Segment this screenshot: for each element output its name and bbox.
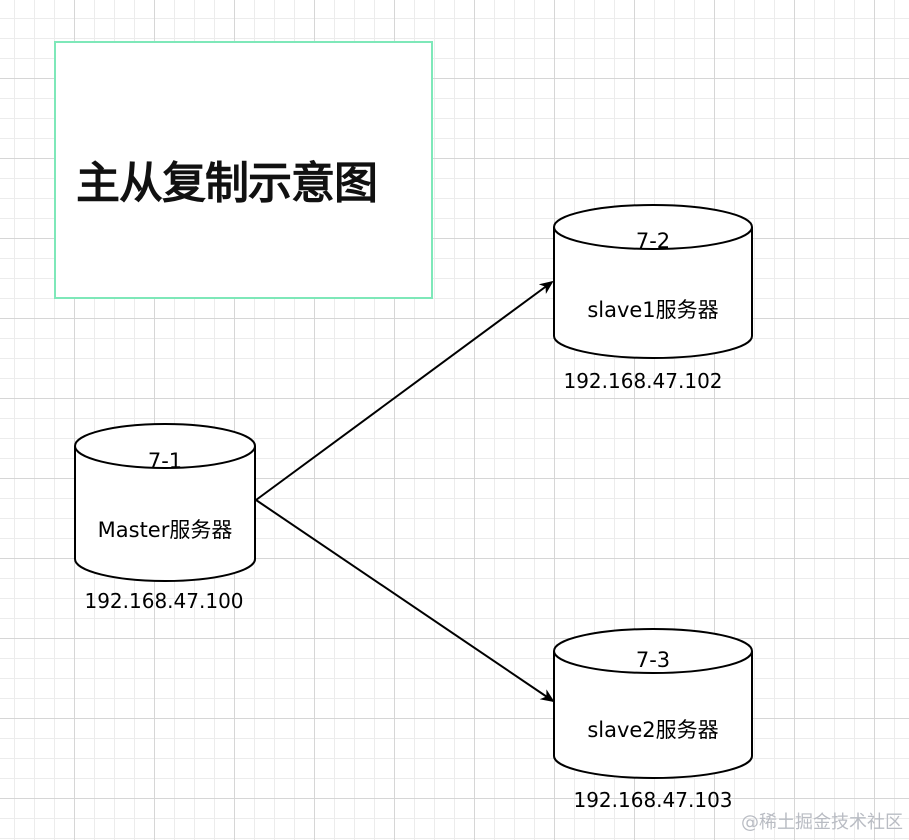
slave1-name-label: slave1服务器 bbox=[587, 298, 719, 322]
edge-master-to-slave2[interactable] bbox=[255, 499, 555, 703]
slave1-id-label: 7-2 bbox=[635, 229, 671, 253]
slave2-cylinder[interactable] bbox=[553, 628, 753, 779]
master-ip-label: 192.168.47.100 bbox=[84, 589, 244, 613]
slave1-ip-label: 192.168.47.102 bbox=[563, 369, 723, 393]
edge-master-to-slave1[interactable] bbox=[255, 280, 554, 501]
watermark: @稀土掘金技术社区 bbox=[741, 812, 903, 833]
slave1-cylinder[interactable] bbox=[553, 204, 753, 359]
slave2-id-label: 7-3 bbox=[635, 648, 671, 672]
master-cylinder[interactable] bbox=[74, 423, 256, 582]
title-box[interactable]: 主从复制示意图 bbox=[54, 41, 433, 299]
master-name-label: Master服务器 bbox=[97, 518, 233, 542]
master-id-label: 7-1 bbox=[147, 449, 183, 473]
slave2-name-label: slave2服务器 bbox=[587, 718, 719, 742]
slave2-ip-label: 192.168.47.103 bbox=[573, 788, 733, 812]
diagram-title: 主从复制示意图 bbox=[76, 158, 378, 209]
